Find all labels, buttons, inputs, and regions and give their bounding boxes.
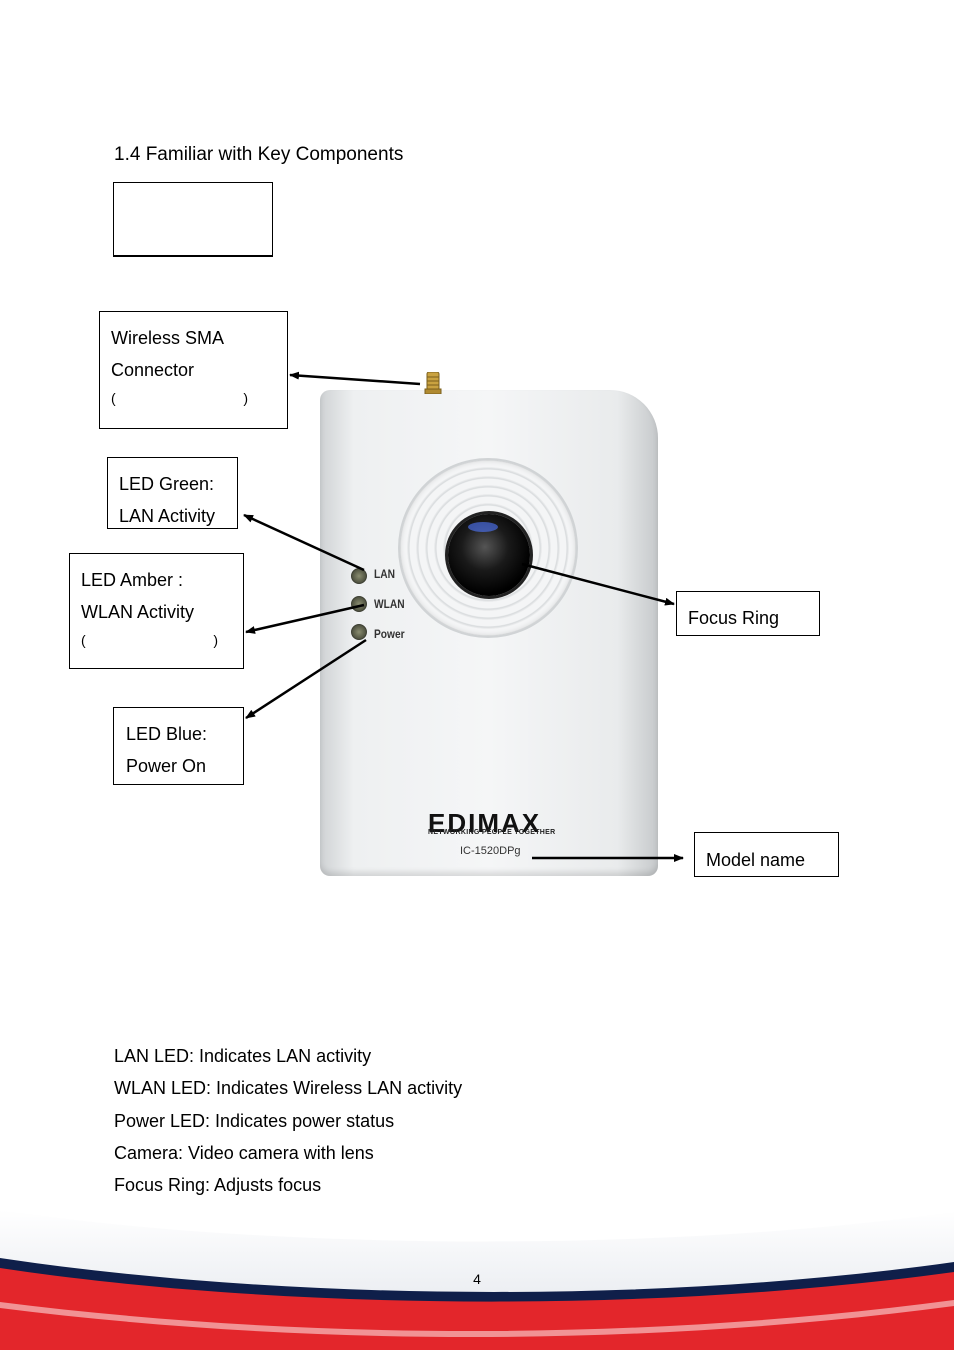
brand-logo: EDIMAX: [428, 808, 542, 838]
callout-text: WLAN Activity: [81, 602, 195, 622]
power-led: [351, 624, 367, 640]
arrow-focus-ring: [521, 562, 675, 606]
lens-reflection: [468, 522, 498, 532]
paren-open: (: [111, 390, 116, 406]
description-line: Focus Ring: Adjusts focus: [114, 1175, 322, 1195]
arrow-led-amber: [245, 603, 365, 634]
callout-wireless-sma: Wireless SMA Connector ( ): [99, 311, 288, 429]
paren-open: (: [81, 632, 86, 648]
callout-text: LED Amber :: [81, 570, 184, 590]
led-label-power: Power: [374, 627, 405, 641]
callout-text: LAN Activity: [119, 506, 216, 526]
led-label-lan: LAN: [374, 567, 395, 581]
callout-text: Wireless SMA: [111, 328, 225, 348]
callout-text: LED Green:: [119, 474, 215, 494]
callout-text: Power On: [126, 756, 207, 776]
sma-connector-icon: [424, 372, 442, 394]
empty-label-box: [113, 182, 273, 257]
model-number: IC-1520DPg: [460, 845, 521, 857]
callout-model-name: Model name: [694, 832, 839, 877]
callout-text: Focus Ring: [688, 608, 780, 628]
description-line: Camera: Video camera with lens: [114, 1143, 374, 1163]
callout-led-green: LED Green: LAN Activity: [107, 457, 238, 529]
description-line: LAN LED: Indicates LAN activity: [114, 1046, 372, 1066]
callout-led-amber: LED Amber : WLAN Activity ( ): [69, 553, 244, 669]
callout-led-blue: LED Blue: Power On: [113, 707, 244, 785]
description-line: WLAN LED: Indicates Wireless LAN activit…: [114, 1078, 463, 1098]
paren-close: ): [213, 632, 218, 648]
brand-tagline: NETWORKING PEOPLE TOGETHER: [428, 829, 556, 836]
led-label-wlan: WLAN: [374, 597, 405, 611]
paren-close: ): [243, 390, 248, 406]
callout-text: Connector: [111, 360, 195, 380]
callout-text: Model name: [706, 850, 806, 870]
arrow-led-green: [243, 513, 365, 572]
arrow-wireless-sma: [289, 371, 421, 386]
page-number: 4: [473, 1271, 481, 1287]
footer-white-stripe: [0, 1300, 954, 1337]
section-heading: 1.4 Familiar with Key Components: [114, 144, 404, 165]
callout-text: LED Blue:: [126, 724, 208, 744]
callout-focus-ring: Focus Ring: [676, 591, 820, 636]
description-line: Power LED: Indicates power status: [114, 1111, 395, 1131]
arrow-led-blue: [245, 638, 367, 720]
